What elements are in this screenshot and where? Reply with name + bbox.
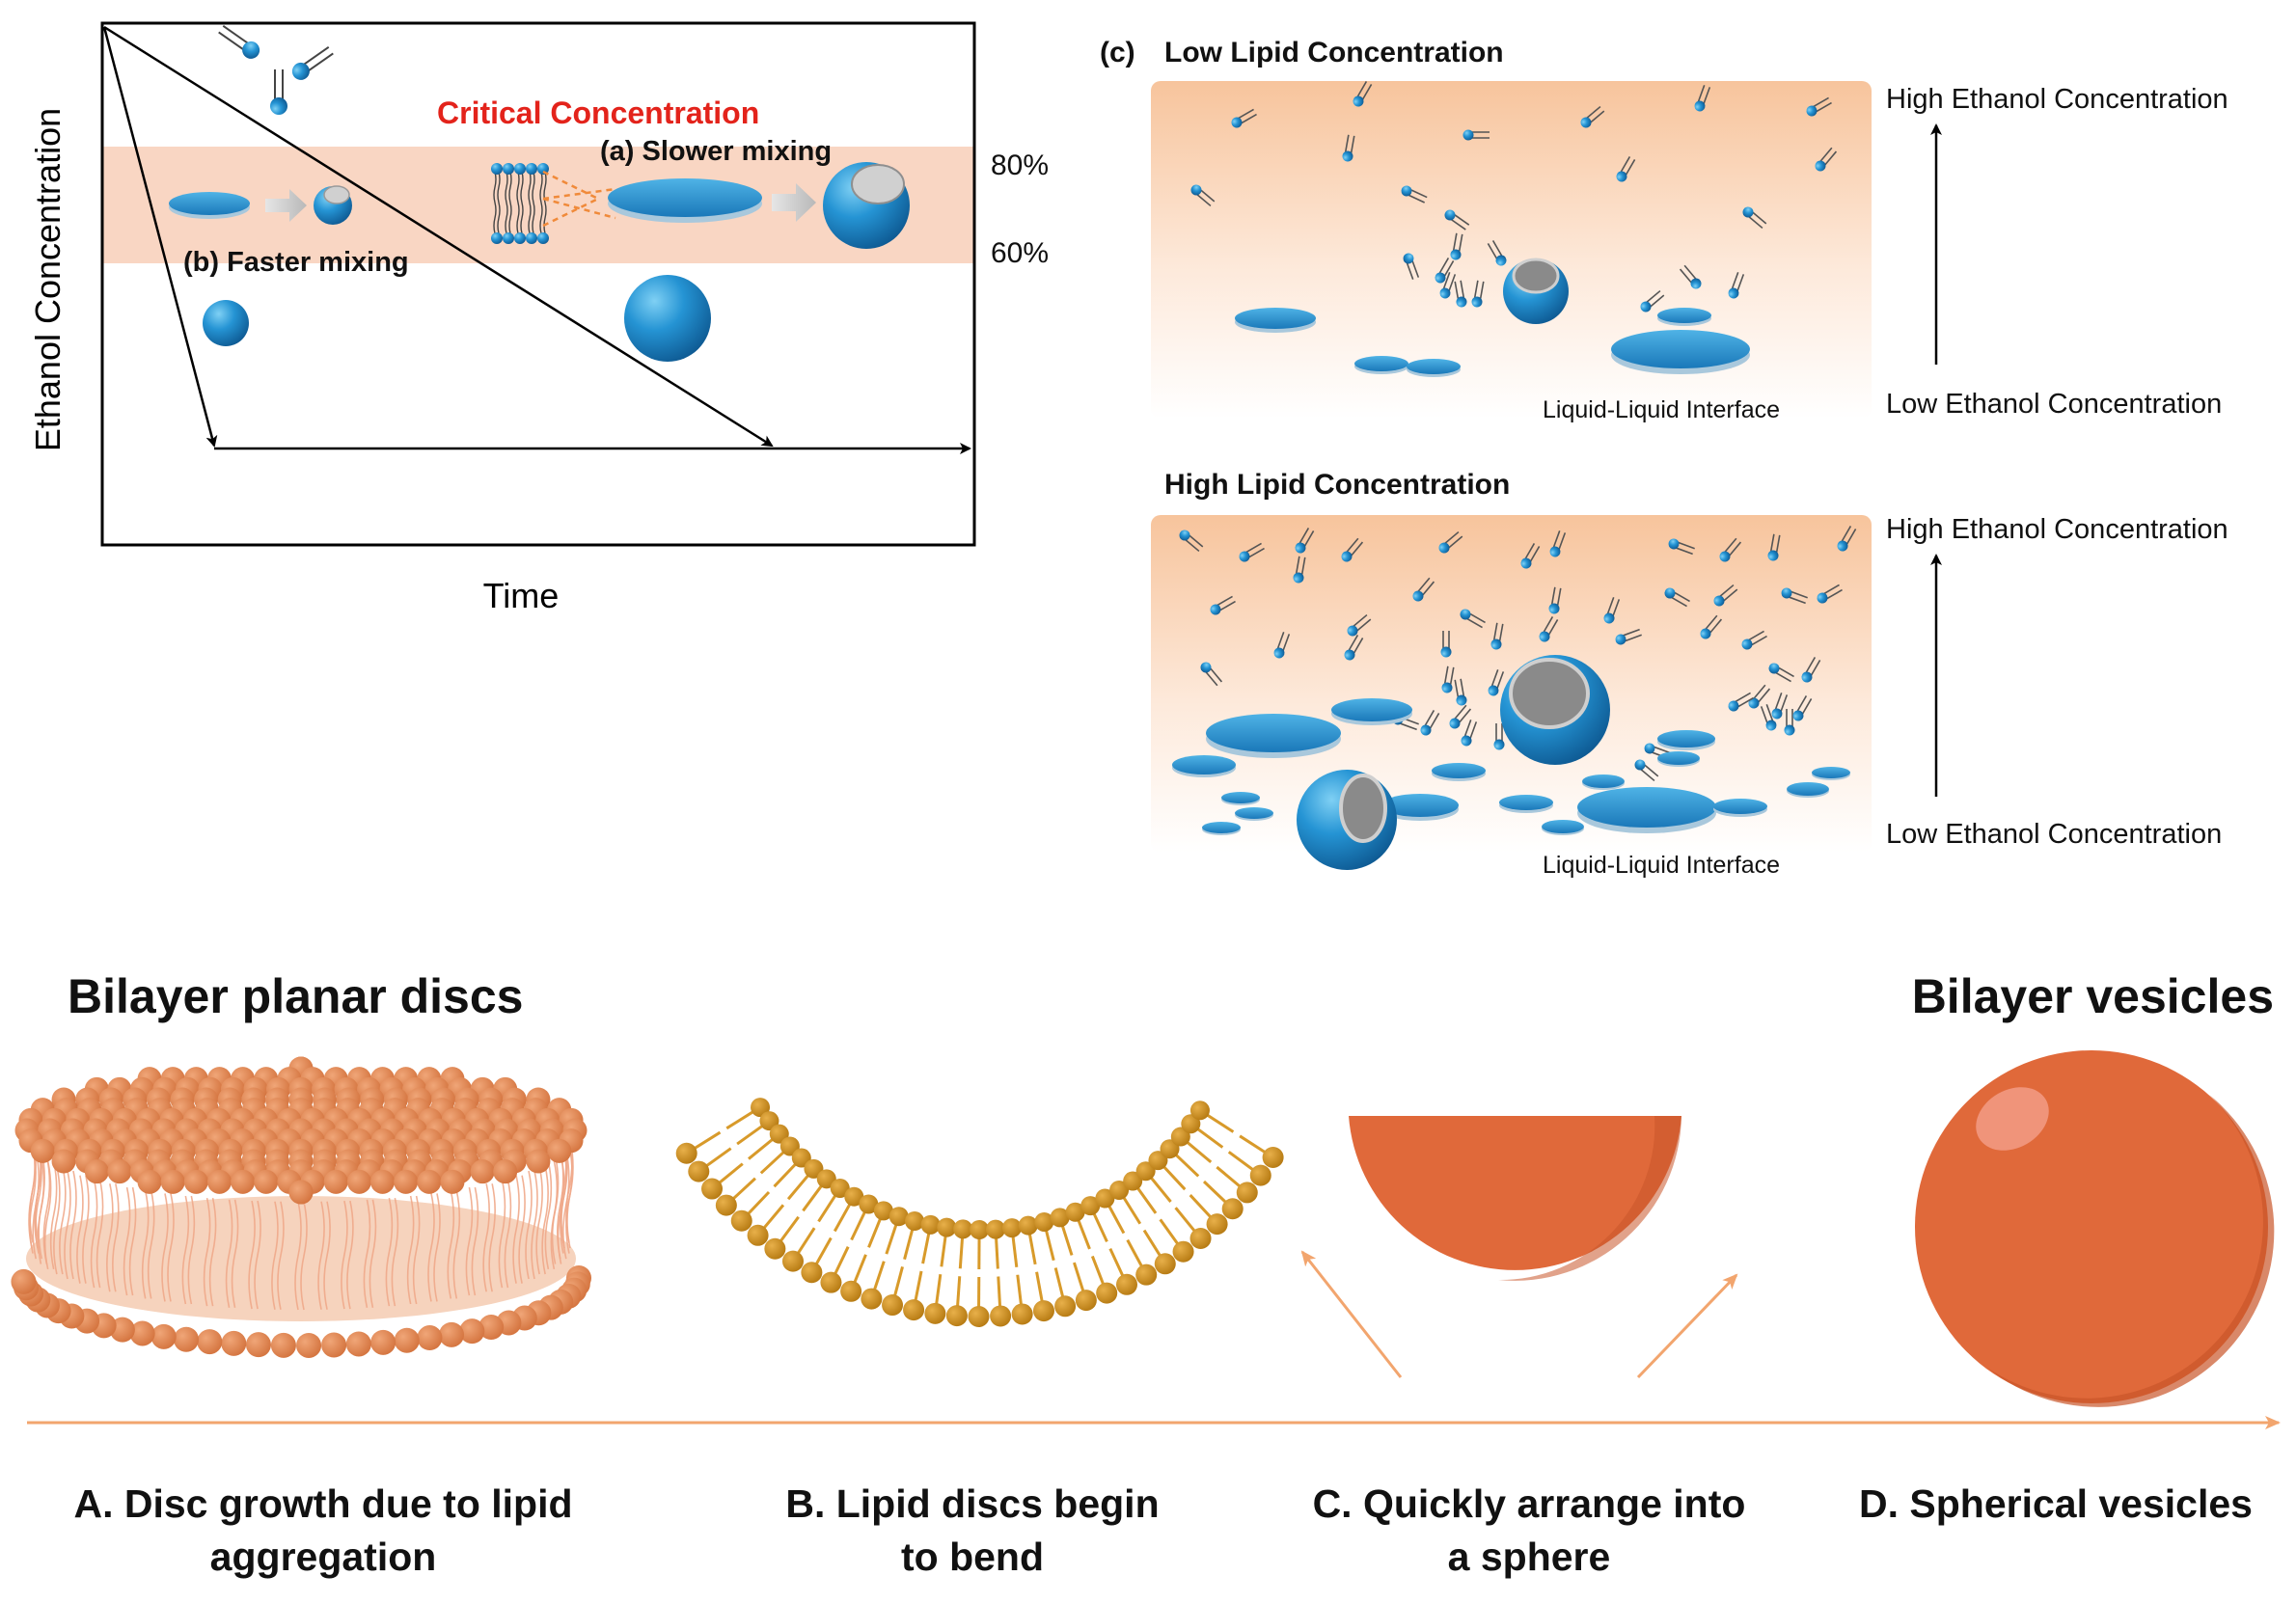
svg-text:a sphere: a sphere	[1448, 1535, 1611, 1579]
fast-vesicle-open	[314, 186, 352, 225]
caption-d: D. Spherical vesicles	[1859, 1481, 2253, 1526]
bending-lipid-disc	[676, 1098, 1284, 1327]
bilayer-vesicles-title: Bilayer vesicles	[1912, 969, 2274, 1023]
closing-arrow-right	[1638, 1275, 1736, 1377]
slow-vesicle	[624, 275, 711, 362]
svg-text:D. Spherical vesicles: D. Spherical vesicles	[1859, 1481, 2253, 1526]
bilayer-planar-disc	[11, 1057, 591, 1358]
svg-text:C. Quickly arrange into: C. Quickly arrange into	[1313, 1481, 1746, 1526]
critical-concentration-label: Critical Concentration	[437, 95, 759, 130]
pct-60-label: 60%	[991, 237, 1049, 269]
pct-80-label: 80%	[991, 149, 1049, 181]
spherical-vesicle	[1915, 1050, 2274, 1407]
high-lipid-title: High Lipid Concentration	[1164, 469, 1510, 501]
panel-ab: Ethanol Concentration Time Critical Conc…	[28, 22, 1049, 615]
y-axis-label: Ethanol Concentration	[28, 108, 68, 451]
interface-label-high: Liquid-Liquid Interface	[1543, 852, 1780, 879]
free-lipids-top	[216, 22, 336, 115]
svg-text:B. Lipid discs begin: B. Lipid discs begin	[785, 1481, 1159, 1526]
caption-b: B. Lipid discs begin to bend	[785, 1481, 1159, 1579]
low-lipid-title: Low Lipid Concentration	[1164, 37, 1504, 68]
panel-c: (c) Low Lipid Concentration High Lipid C…	[1100, 37, 2228, 879]
bottom-process: Bilayer planar discs Bilayer vesicles A.…	[11, 969, 2279, 1579]
low-ethanol-label-2: Low Ethanol Concentration	[1886, 819, 2222, 850]
svg-text:to bend: to bend	[901, 1535, 1044, 1579]
closing-arrow-left	[1302, 1252, 1401, 1377]
interface-label-low: Liquid-Liquid Interface	[1543, 396, 1780, 423]
high-ethanol-label-1: High Ethanol Concentration	[1886, 84, 2228, 115]
slow-disc	[608, 178, 762, 223]
caption-a: A. Disc growth due to lipid aggregation	[73, 1481, 572, 1579]
caption-c: C. Quickly arrange into a sphere	[1313, 1481, 1746, 1579]
fast-disc	[169, 192, 250, 219]
closing-hemisphere	[1302, 1116, 1736, 1377]
low-ethanol-label-1: Low Ethanol Concentration	[1886, 389, 2222, 420]
svg-text:aggregation: aggregation	[210, 1535, 437, 1579]
bilayer-discs-title: Bilayer planar discs	[68, 969, 523, 1023]
fast-vesicle	[203, 300, 249, 346]
faster-mixing-label: (b) Faster mixing	[183, 247, 409, 278]
x-axis-label: Time	[483, 576, 560, 615]
slow-vesicle-open	[823, 162, 910, 249]
high-ethanol-label-2: High Ethanol Concentration	[1886, 514, 2228, 545]
slower-mixing-label: (a) Slower mixing	[600, 136, 832, 167]
panel-c-tag: (c)	[1100, 37, 1135, 68]
svg-text:A. Disc growth due to lipid: A. Disc growth due to lipid	[73, 1481, 572, 1526]
low-lipid-box	[1151, 81, 1872, 419]
